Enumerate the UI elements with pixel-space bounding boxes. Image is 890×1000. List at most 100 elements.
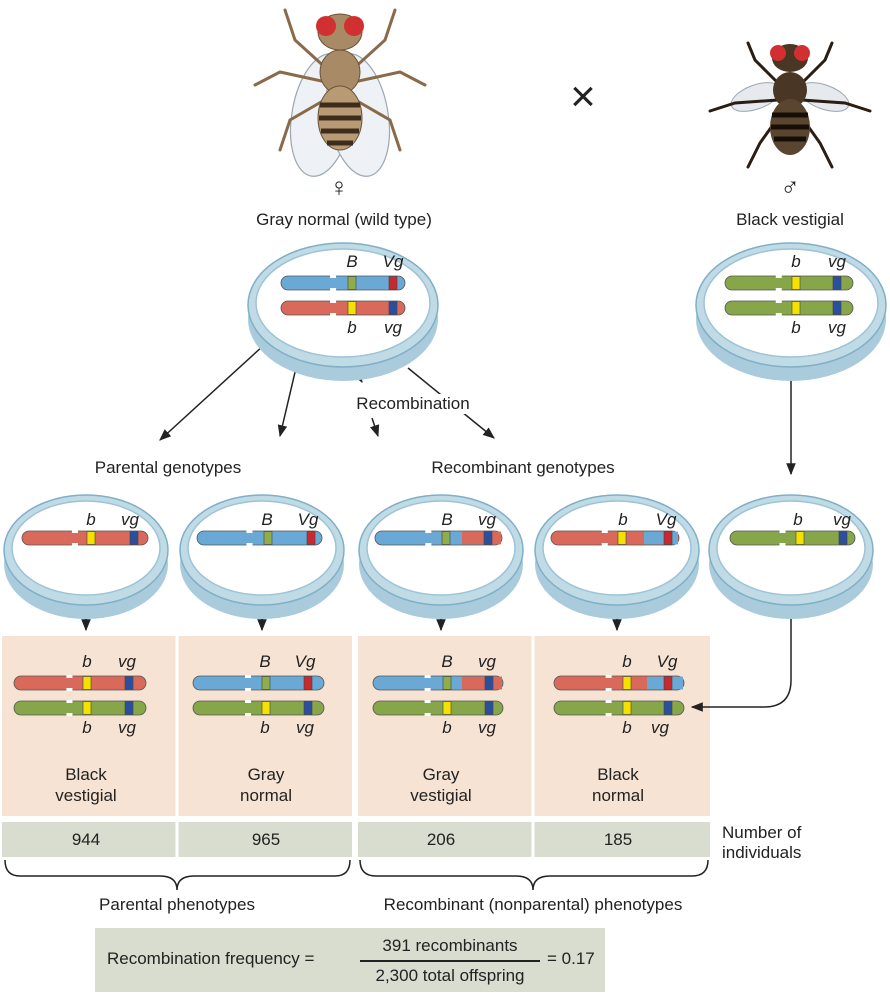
gene-label: b [86,510,96,529]
cross-symbol: × [570,72,596,121]
chromosome-male-bottom [724,300,854,316]
brace-parental [4,859,351,891]
gene-band [663,701,673,715]
gene-label: b [791,252,801,271]
gene-label: vg [478,652,496,671]
gene-label: b [442,718,452,737]
gene-label: Vg [297,510,319,529]
gene-band [82,676,92,690]
gene-label: b [82,652,92,671]
gene-band [306,531,316,545]
count-value: 206 [426,830,456,849]
gene-label: b [622,718,632,737]
male-fly-icon [708,41,872,169]
count-value: 965 [251,830,281,849]
gene-label: Vg [294,652,316,671]
chromosome-gamete-2 [196,530,323,546]
phenotype-label: Gray normal [240,765,292,805]
phenotype-label: Gray vestigial [410,765,472,805]
gene-band [622,676,632,690]
gene-band [617,531,627,545]
gene-label: B [441,652,453,671]
gene-band [442,701,452,715]
gene-label: b [618,510,628,529]
formula-numerator: 391 recombinants [382,936,518,955]
chromosome-male-top [724,275,854,291]
gene-label: vg [296,718,314,737]
chromosome-offspring-1-top [13,675,147,691]
gene-label: b [622,652,632,671]
gene-label: vg [384,318,402,337]
gene-label: b [347,318,357,337]
gamete-cell-5 [708,494,874,619]
gene-band [82,701,92,715]
gene-label: B [346,252,358,271]
gene-label: vg [118,718,136,737]
gene-band [129,531,139,545]
gene-label: vg [118,652,136,671]
gene-band [483,531,493,545]
gene-label: Vg [655,510,677,529]
gene-label: b [260,718,270,737]
gene-band [484,701,494,715]
gene-band [124,676,134,690]
chromosome-gamete-1 [21,530,149,546]
gene-band [663,676,673,690]
chromosome-gamete-3 [374,530,503,546]
chromosome-female-top [280,275,406,291]
gene-label: b [793,510,803,529]
gene-label: b [82,718,92,737]
fraction-bar [360,960,540,962]
chromosome-offspring-3-bottom [372,700,504,716]
gene-band [441,531,451,545]
chromosome-offspring-2-top [192,675,325,691]
gene-label: B [259,652,271,671]
chromosome-offspring-3-top [372,675,504,691]
gene-band [795,531,805,545]
gene-band [832,276,842,290]
gene-band [347,276,357,290]
chromosome-female-bottom [280,300,406,316]
recombination-formula: Recombination frequency = 391 recombinan… [95,928,605,992]
gene-label: vg [478,510,496,529]
gene-band [86,531,96,545]
chromosome-gamete-5 [729,530,856,546]
gene-band [261,676,271,690]
gene-band [791,276,801,290]
recombinant-phenotypes-label: Recombinant (nonparental) phenotypes [383,895,683,914]
gene-label: B [261,510,273,529]
gene-band [791,301,801,315]
formula-right: = 0.17 [547,949,595,968]
female-symbol: ♀ [329,172,349,202]
gene-band [388,276,398,290]
count-value: 944 [71,830,101,849]
gene-band [303,676,313,690]
phenotype-label: Black vestigial [55,765,117,805]
gene-label: vg [651,718,669,737]
count-value: 185 [603,830,633,849]
chromosomes-layer [13,275,856,716]
parental-genotypes-label: Parental genotypes [94,458,242,477]
formula-denominator: 2,300 total offspring [375,966,525,985]
gene-band [832,301,842,315]
chromosome-offspring-1-bottom [13,700,147,716]
gene-band [484,676,494,690]
gene-band [663,531,673,545]
recombinant-genotypes-label: Recombinant genotypes [431,458,615,477]
gene-label: vg [828,318,846,337]
gene-band [263,531,273,545]
gene-label: vg [833,510,851,529]
gene-label: vg [828,252,846,271]
recombination-label: Recombination [353,394,473,414]
gene-band [261,701,271,715]
gene-label: B [441,510,453,529]
gene-band [838,531,848,545]
number-of-individuals-label: Number of individuals [722,823,802,862]
gene-label: Vg [382,252,404,271]
gene-band [388,301,398,315]
female-label: Gray normal (wild type) [256,210,432,229]
male-symbol: ♂ [780,172,800,202]
gene-band [303,701,313,715]
cells-layer [3,242,887,619]
